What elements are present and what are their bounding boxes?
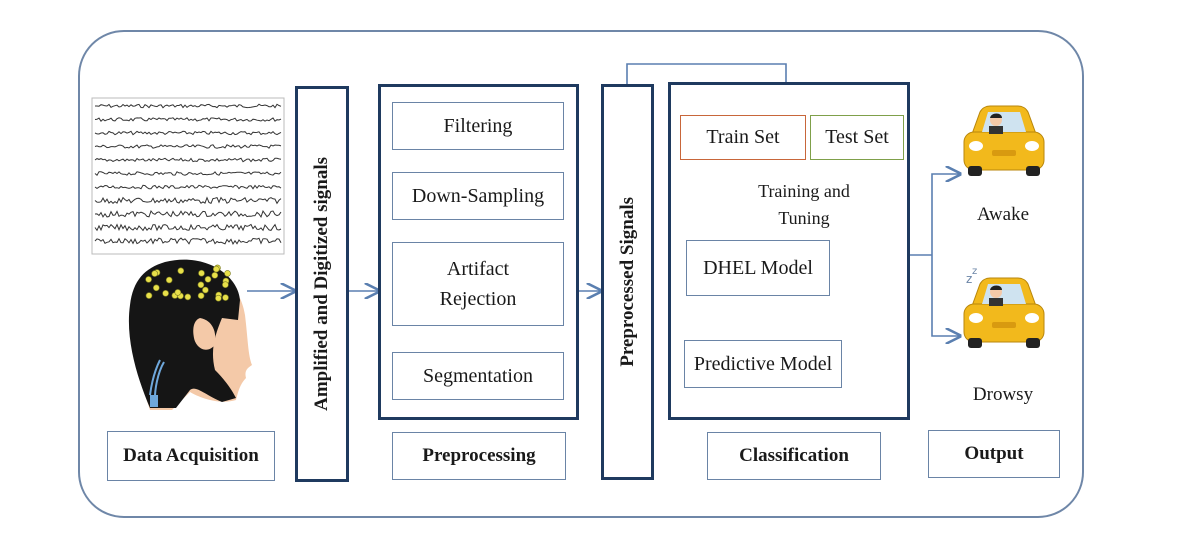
classification-label: Classification <box>707 432 881 480</box>
electrode-dot <box>202 286 209 294</box>
electrode-dot <box>204 275 212 283</box>
eeg-cap-head-image <box>128 259 252 410</box>
training-tuning-label: Training and Tuning <box>758 178 850 232</box>
drowsy-label: Drowsy <box>972 384 1034 405</box>
electrode-dot <box>153 284 160 292</box>
preprocessing-label: Preprocessing <box>392 432 566 480</box>
electrode-dot <box>174 289 182 296</box>
amplified-digitized-label: Amplified and Digitized signals <box>311 157 332 411</box>
awake-label: Awake <box>976 204 1030 225</box>
output-label: Output <box>928 430 1060 478</box>
train-set-box: Train Set <box>680 115 806 160</box>
eeg-trace <box>94 223 282 232</box>
eeg-trace <box>94 130 282 136</box>
preprocessed-signals-label: Preprocessed Signals <box>616 197 638 367</box>
eeg-trace <box>94 157 282 163</box>
eeg-trace <box>94 196 282 205</box>
eeg-trace <box>94 117 282 122</box>
eeg-trace <box>94 237 282 245</box>
segmentation-step: Segmentation <box>392 352 564 400</box>
electrode-dot <box>198 269 205 277</box>
electrode-dot <box>197 281 205 289</box>
electrode-dot <box>145 292 153 299</box>
filtering-step: Filtering <box>392 102 564 150</box>
eeg-signals-panel <box>91 97 285 255</box>
amplified-digitized-box: Amplified and Digitized signals <box>295 86 349 482</box>
electrode-dot <box>222 281 229 289</box>
electrode-dot <box>145 276 152 283</box>
eeg-trace <box>94 144 282 149</box>
eeg-trace <box>94 171 282 176</box>
eeg-trace <box>94 184 282 190</box>
electrode-dot <box>224 270 231 277</box>
electrode-dot <box>197 292 205 300</box>
outer-frame <box>78 30 1084 518</box>
electrode-dot <box>213 265 220 273</box>
electrode-dot <box>184 293 192 301</box>
car-drowsy-icon <box>963 277 1045 348</box>
test-set-box: Test Set <box>810 115 904 160</box>
car-awake-icon <box>963 105 1045 176</box>
eeg-trace <box>94 209 282 218</box>
electrode-dot <box>177 267 185 275</box>
electrode-dot <box>151 270 158 277</box>
eeg-trace <box>95 103 282 109</box>
preprocessed-signals-box: Preprocessed Signals <box>601 84 654 480</box>
electrode-dot <box>211 271 219 279</box>
electrode-dot <box>222 294 229 301</box>
sleep-z-icon-2: z <box>972 266 977 277</box>
artifact-rejection-step: Artifact Rejection <box>392 242 564 326</box>
electrode-dot <box>215 294 222 302</box>
electrode-dot <box>162 289 169 297</box>
electrode-dot <box>165 276 173 284</box>
down-sampling-step: Down-Sampling <box>392 172 564 220</box>
dhel-model-box: DHEL Model <box>686 240 830 296</box>
predictive-model-box: Predictive Model <box>684 340 842 388</box>
sleep-z-icon: z <box>966 272 972 286</box>
data-acquisition-label: Data Acquisition <box>107 431 275 481</box>
